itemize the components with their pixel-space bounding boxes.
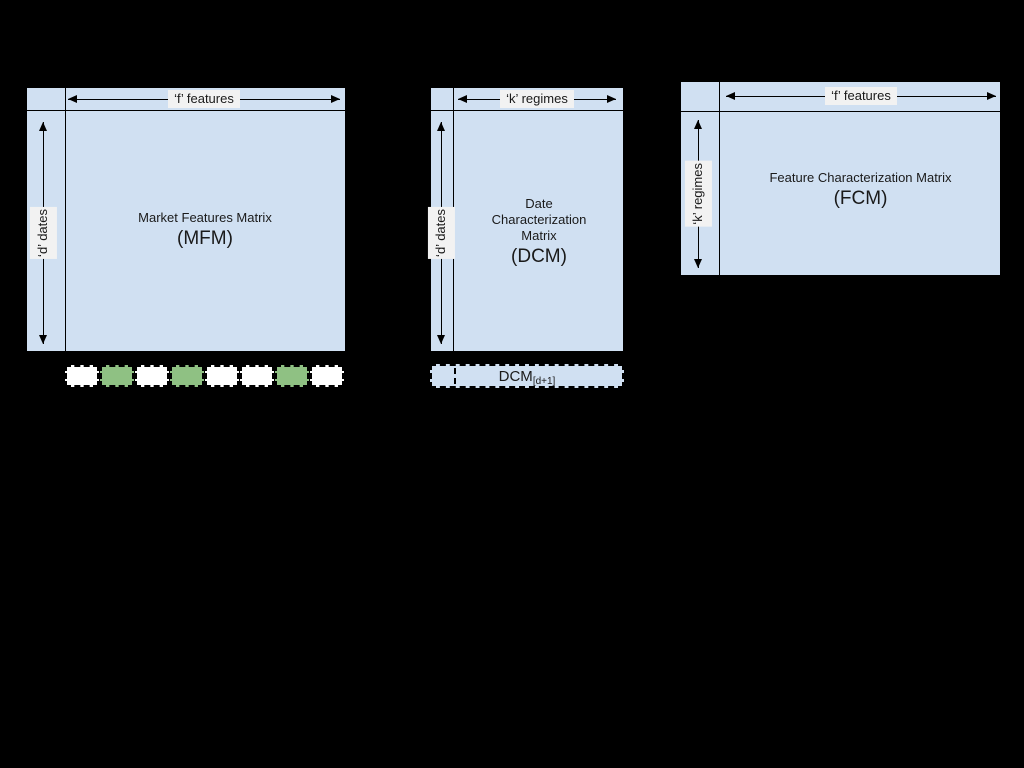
mfm-feature-vector-row — [65, 365, 347, 387]
vector-cell[interactable] — [310, 365, 344, 387]
fcm-header-rule — [681, 111, 1000, 112]
dcm-next-day-strip[interactable]: DCM[d+1] — [430, 364, 624, 388]
fcm-matrix-block — [680, 81, 1001, 276]
mfm-matrix-block — [26, 87, 346, 352]
mfm-column-rule — [65, 88, 66, 351]
vector-cell[interactable] — [65, 365, 99, 387]
vector-cell[interactable] — [100, 365, 134, 387]
dcm-strip-label-sub: [d+1] — [532, 375, 556, 387]
dcm-strip-divider — [454, 368, 456, 384]
mfm-header-rule — [27, 110, 345, 111]
dcm-column-rule — [453, 88, 454, 351]
fcm-column-rule — [719, 82, 720, 275]
dcm-matrix-block — [430, 87, 624, 352]
vector-cell[interactable] — [170, 365, 204, 387]
dcm-strip-label: DCM[d+1] — [498, 367, 556, 387]
vector-cell[interactable] — [240, 365, 274, 387]
vector-cell[interactable] — [205, 365, 239, 387]
vector-cell[interactable] — [135, 365, 169, 387]
vector-cell[interactable] — [275, 365, 309, 387]
dcm-strip-label-main: DCM — [498, 367, 533, 385]
dcm-header-rule — [431, 110, 623, 111]
